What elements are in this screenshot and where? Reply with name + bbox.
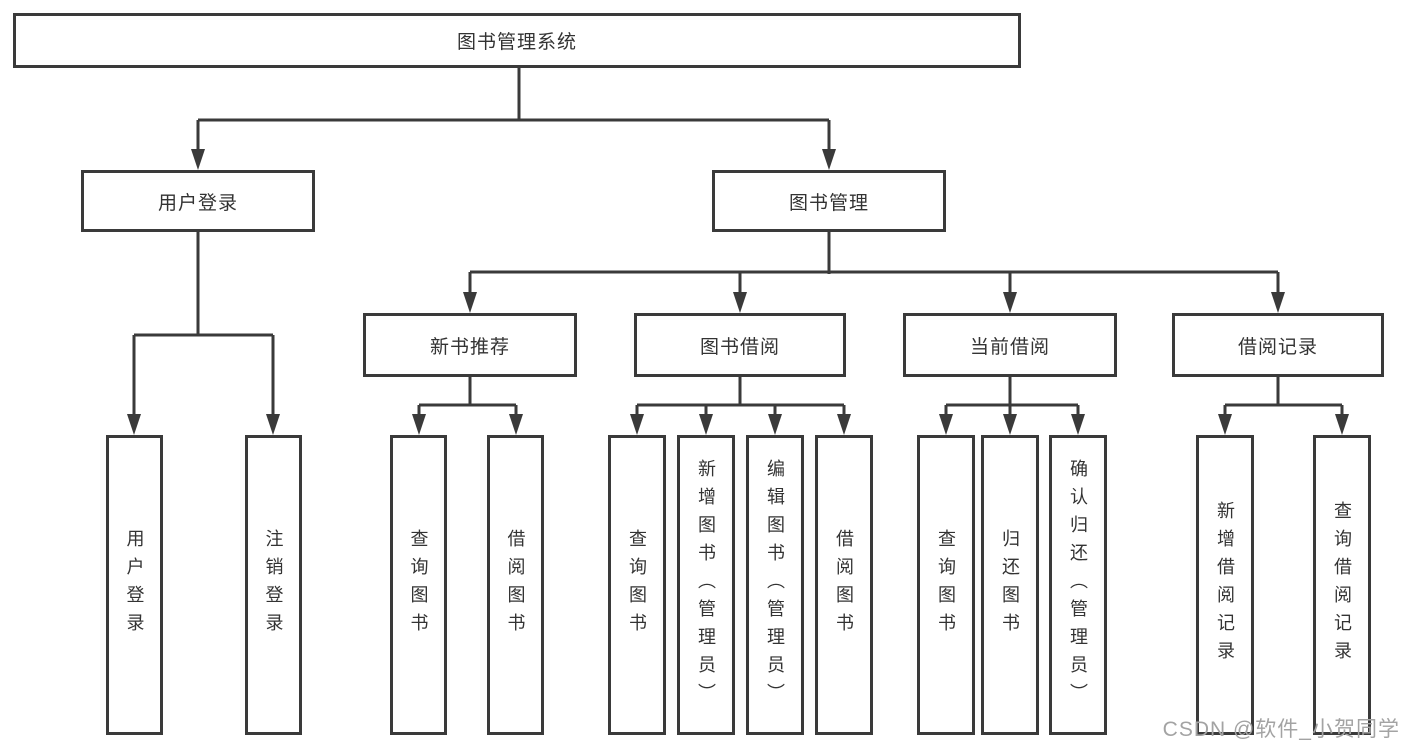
node-borrowing-records: 借阅记录 [1172, 313, 1384, 377]
arrowheads [127, 149, 1349, 435]
leaf-confirm-return-admin: 确认归还（管理员） [1049, 435, 1107, 735]
leaf-query-books-borrow: 查询图书 [608, 435, 666, 735]
arrow-icon [822, 149, 836, 170]
arrow-icon [837, 414, 851, 435]
arrow-icon [768, 414, 782, 435]
leaf-edit-books-admin: 编辑图书（管理员） [746, 435, 804, 735]
leaf-query-borrow-record: 查询借阅记录 [1313, 435, 1371, 735]
node-system-root: 图书管理系统 [13, 13, 1021, 68]
leaf-label: 新增借阅记录 [1215, 501, 1235, 669]
leaf-add-borrow-record: 新增借阅记录 [1196, 435, 1254, 735]
arrow-icon [1218, 414, 1232, 435]
connector-spines [132, 68, 1344, 416]
leaf-label: 查询借阅记录 [1332, 501, 1352, 669]
leaf-label: 确认归还（管理员） [1068, 459, 1088, 711]
leaf-label: 用户登录 [124, 529, 145, 641]
arrow-icon [939, 414, 953, 435]
arrow-icon [1003, 292, 1017, 313]
node-current-borrowing: 当前借阅 [903, 313, 1117, 377]
leaf-label: 借阅图书 [505, 529, 526, 641]
arrow-icon [1335, 414, 1349, 435]
leaf-user-login: 用户登录 [106, 435, 163, 735]
node-user-login: 用户登录 [81, 170, 315, 232]
node-new-book-recommendation: 新书推荐 [363, 313, 577, 377]
csdn-watermark: CSDN @软件_小贺同学 [1162, 718, 1400, 741]
arrow-icon [463, 292, 477, 313]
leaf-label: 注销登录 [263, 529, 284, 641]
arrow-icon [266, 414, 280, 435]
leaf-logout: 注销登录 [245, 435, 302, 735]
leaf-label: 归还图书 [1000, 529, 1020, 641]
leaf-label: 查询图书 [627, 529, 647, 641]
arrow-icon [127, 414, 141, 435]
leaf-label: 新增图书（管理员） [696, 459, 716, 711]
arrow-icon [509, 414, 523, 435]
leaf-borrow-books-recommend: 借阅图书 [487, 435, 544, 735]
node-book-borrowing: 图书借阅 [634, 313, 846, 377]
arrow-icon [733, 292, 747, 313]
leaf-label: 编辑图书（管理员） [765, 459, 785, 711]
leaf-label: 查询图书 [936, 529, 956, 641]
arrow-icon [1271, 292, 1285, 313]
arrow-icon [191, 149, 205, 170]
node-book-management: 图书管理 [712, 170, 946, 232]
leaf-query-books-recommend: 查询图书 [390, 435, 447, 735]
leaf-label: 查询图书 [408, 529, 429, 641]
leaf-query-books-current: 查询图书 [917, 435, 975, 735]
arrow-icon [1071, 414, 1085, 435]
leaf-borrow-books-borrow: 借阅图书 [815, 435, 873, 735]
arrow-icon [699, 414, 713, 435]
leaf-return-books: 归还图书 [981, 435, 1039, 735]
arrow-icon [1003, 414, 1017, 435]
leaf-add-books-admin: 新增图书（管理员） [677, 435, 735, 735]
arrow-icon [630, 414, 644, 435]
leaf-label: 借阅图书 [834, 529, 854, 641]
arrow-icon [412, 414, 426, 435]
